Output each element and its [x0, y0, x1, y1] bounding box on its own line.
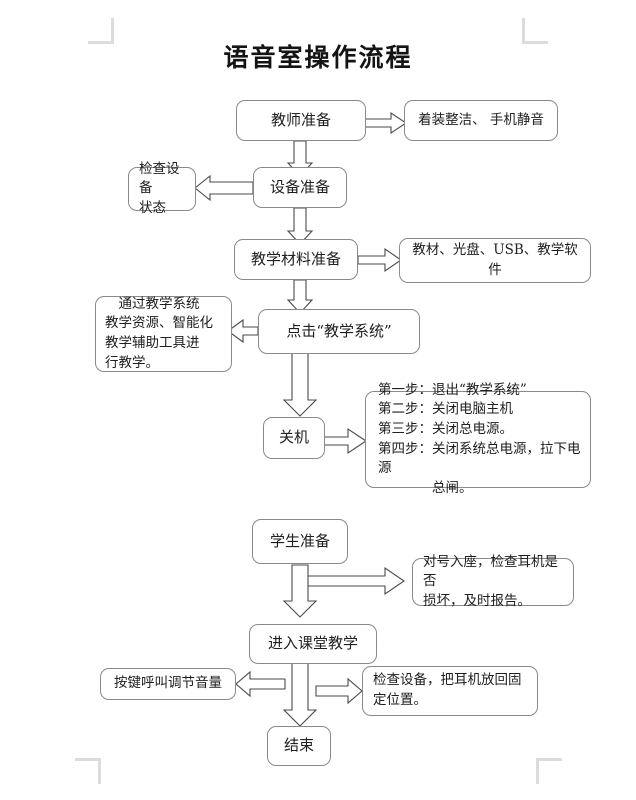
arrow-class-to-volume	[235, 670, 286, 698]
arrow-system-to-teaching	[227, 318, 259, 344]
arrow-shutdown-to-steps	[323, 427, 367, 455]
node-teaching-note[interactable]: 通过教学系统 教学资源、智能化 教学辅助工具进 行教学。	[95, 296, 232, 372]
arrow-class-to-headset	[315, 677, 363, 705]
node-material-note[interactable]: 教材、光盘、USB、教学软件	[399, 238, 591, 283]
node-equipment-prep[interactable]: 设备准备	[253, 167, 347, 208]
node-material-prep[interactable]: 教学材料准备	[234, 239, 358, 280]
arrow-system-to-shutdown	[282, 352, 318, 417]
node-student-note[interactable]: 对号入座，检查耳机是否 损坏，及时报告。	[412, 554, 574, 609]
arrow-material-to-note	[357, 247, 402, 273]
node-student-prep[interactable]: 学生准备	[252, 519, 348, 564]
arrow-student-to-class	[282, 564, 318, 618]
crop-mark-top-right	[522, 18, 548, 44]
node-shutdown[interactable]: 关机	[263, 417, 325, 459]
crop-mark-top-left	[88, 18, 114, 44]
arrow-teacher-to-note	[364, 111, 407, 135]
node-headset-note[interactable]: 检查设备，把耳机放回固 定位置。	[362, 666, 538, 716]
node-equipment-check[interactable]: 检查设备 状态	[128, 161, 196, 216]
node-volume-note[interactable]: 按键呼叫调节音量	[100, 668, 236, 700]
node-shutdown-steps[interactable]: 第一步：退出“教学系统” 第二步：关闭电脑主机 第三步：关闭总电源。 第四步：关…	[365, 382, 591, 496]
arrow-student-to-note	[302, 566, 405, 596]
page-title: 语音室操作流程	[223, 43, 413, 72]
node-click-system[interactable]: 点击“教学系统”	[258, 309, 420, 354]
arrow-class-to-end	[282, 661, 318, 727]
node-end[interactable]: 结束	[267, 726, 331, 766]
arrow-equipment-to-material	[286, 207, 314, 245]
arrow-material-to-system	[286, 279, 314, 314]
crop-mark-bottom-left	[75, 758, 101, 784]
node-teacher-prep[interactable]: 教师准备	[236, 100, 366, 141]
node-teacher-prep-note[interactable]: 着装整洁、 手机静音	[404, 100, 558, 141]
arrow-equipment-to-check	[194, 174, 254, 202]
node-enter-class[interactable]: 进入课堂教学	[249, 624, 377, 664]
crop-mark-bottom-right	[536, 758, 562, 784]
